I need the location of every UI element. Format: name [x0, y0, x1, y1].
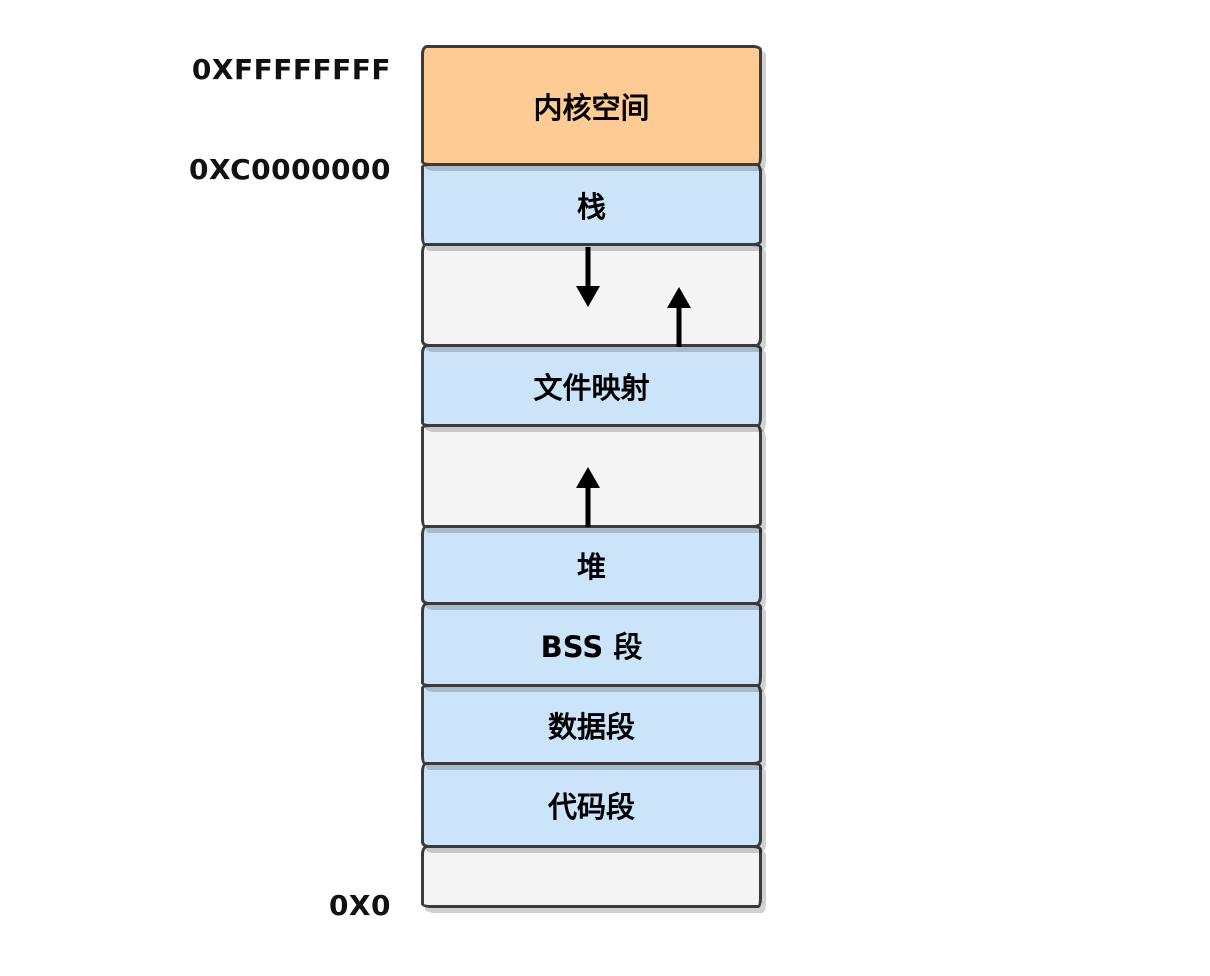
block-kernel-space: 内核空间	[421, 45, 762, 166]
block-file-mapping: 文件映射	[421, 344, 762, 427]
block-stack: 栈	[421, 163, 762, 246]
address-label-top: 0XFFFFFFFF	[191, 53, 391, 86]
block-label: 栈	[576, 189, 606, 224]
address-label-kernel-base: 0XC0000000	[189, 153, 391, 186]
stack-grow-down-arrow-icon	[576, 247, 600, 307]
block-label: 内核空间	[533, 90, 650, 125]
block-label: 堆	[576, 550, 606, 584]
block-bss-segment: BSS 段	[421, 602, 762, 687]
block-label: 数据段	[547, 709, 635, 744]
block-code-segment: 代码段	[421, 762, 762, 848]
block-unused-gap-bottom	[421, 845, 762, 908]
block-label: 文件映射	[533, 370, 650, 405]
address-label-bottom: 0X0	[328, 889, 391, 922]
block-data-segment: 数据段	[421, 684, 762, 765]
block-label: BSS 段	[540, 629, 643, 664]
heap-grow-up-arrow-icon	[576, 467, 600, 527]
file-mapping-grow-up-arrow-icon	[667, 287, 691, 347]
memory-column: 内核空间 栈 文件映射 堆 BSS 段 数据段 代码段	[421, 45, 762, 908]
block-label: 代码段	[547, 790, 635, 824]
block-unused-gap-2	[421, 424, 762, 528]
block-heap: 堆	[421, 525, 762, 605]
